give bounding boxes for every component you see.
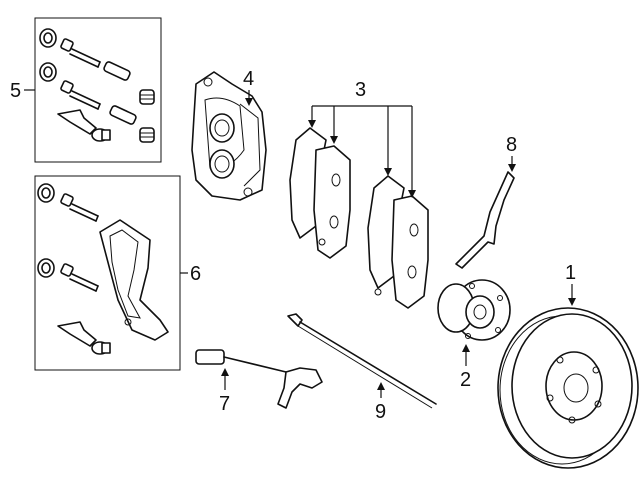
callout-4: 4: [243, 68, 254, 106]
callout-label-9: 9: [375, 401, 386, 423]
callout-3: 3: [308, 79, 416, 198]
callout-1: 1: [565, 262, 576, 306]
brake-wear-sensor: [195, 349, 323, 409]
bracket-bolt: [60, 193, 99, 222]
callout-label-6: 6: [190, 263, 201, 285]
grease-packet: [57, 321, 97, 347]
guide-sleeve: [109, 105, 137, 125]
bracket-bolt: [60, 263, 99, 292]
grease-tube: [91, 128, 111, 142]
callout-8: 8: [506, 134, 517, 172]
callout-label-7: 7: [219, 393, 230, 415]
callout-label-5: 5: [10, 80, 21, 102]
pad-clip: [455, 171, 515, 269]
callout-label-8: 8: [506, 134, 517, 156]
boot: [139, 89, 155, 105]
callout-9: 9: [375, 382, 386, 423]
callout-2: 2: [460, 344, 471, 391]
callout-7: 7: [219, 368, 230, 415]
guide-bolt: [60, 38, 101, 68]
brake-pad: [367, 175, 429, 309]
boot: [139, 127, 155, 143]
wear-sensor-wire: [287, 313, 437, 409]
callout-label-4: 4: [243, 68, 254, 90]
callout-label-2: 2: [460, 369, 471, 391]
bracket-kit-box-6: [34, 175, 181, 371]
guide-bolt: [60, 80, 101, 110]
callout-6: 6: [180, 263, 201, 285]
callout-label-1: 1: [565, 262, 576, 284]
grease-packet: [57, 109, 97, 135]
brake-rotor: [497, 307, 639, 469]
wheel-hub: [437, 279, 511, 341]
callout-5: 5: [10, 80, 35, 102]
grease-tube: [91, 341, 111, 355]
brake-pad: [289, 127, 351, 259]
brake-caliper: [191, 71, 267, 201]
brake-pads-set: [289, 127, 429, 309]
caliper-bracket: [99, 219, 169, 341]
hardware-kit-box-5: [34, 17, 162, 163]
callout-label-3: 3: [355, 79, 366, 101]
guide-sleeve: [103, 61, 131, 81]
kit-frame-6: [34, 175, 181, 371]
